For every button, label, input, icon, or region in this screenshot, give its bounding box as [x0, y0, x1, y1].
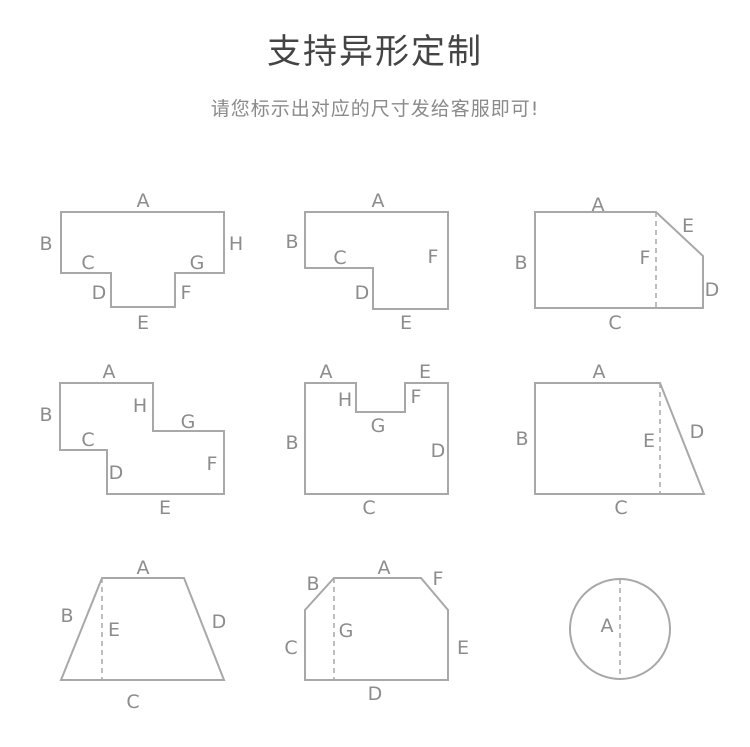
circle-shape: A	[569, 578, 671, 680]
l-shape-label-f: F	[428, 246, 439, 268]
page-subtitle: 请您标示出对应的尺寸发给客服即可!	[210, 98, 540, 120]
slant-right: A B C D E	[515, 361, 706, 519]
slant-right-label-b: B	[515, 428, 528, 450]
t-shape-label-h: H	[229, 233, 243, 255]
t-shape: A B C D E F G H	[39, 190, 243, 334]
t-shape-label-e: E	[137, 312, 149, 334]
cut-corner-label-e: E	[682, 215, 694, 237]
slant-right-label-a: A	[593, 361, 606, 383]
z-shape-label-b: B	[39, 404, 52, 426]
cut-corner-outline	[534, 211, 704, 309]
t-shape-label-d: D	[92, 282, 107, 304]
chamfer-two-label-f: F	[433, 568, 444, 590]
trapezoid: A B C D E	[59, 557, 227, 713]
cut-corner-label-c: C	[608, 312, 621, 334]
t-shape-label-b: B	[39, 233, 52, 255]
cut-corner-label-a: A	[592, 194, 605, 216]
z-shape-label-c: C	[81, 429, 94, 451]
chamfer-two-label-a: A	[378, 557, 391, 579]
t-shape-label-a: A	[137, 190, 150, 212]
cut-corner-label-d: D	[705, 279, 720, 301]
cut-corner: A B C D E F	[514, 194, 719, 334]
notch-shape-label-f: F	[411, 386, 422, 408]
l-shape-outline	[304, 211, 449, 310]
trapezoid-label-a: A	[137, 557, 150, 579]
chamfer-two-label-d: D	[368, 683, 383, 705]
z-shape-label-h: H	[133, 395, 147, 417]
trapezoid-label-d: D	[212, 611, 227, 633]
t-shape-outline	[60, 211, 225, 308]
page-title: 支持异形定制	[267, 32, 483, 72]
z-shape-label-d: D	[109, 462, 124, 484]
circle-label-a: A	[601, 615, 614, 637]
z-shape-label-f: F	[207, 453, 218, 475]
l-shape-label-c: C	[333, 247, 346, 269]
l-shape-label-a: A	[372, 190, 385, 212]
chamfer-two-label-b: B	[306, 573, 319, 595]
cut-corner-label-f: F	[640, 247, 651, 269]
l-shape-label-b: B	[285, 231, 298, 253]
slant-right-label-e: E	[643, 430, 655, 452]
notch-shape-label-b: B	[285, 432, 298, 454]
chamfer-two-outline	[304, 577, 449, 681]
trapezoid-label-b: B	[60, 605, 73, 627]
notch-shape-label-d: D	[431, 440, 446, 462]
z-shape-outline	[59, 382, 225, 495]
slant-right-outline	[534, 382, 706, 495]
trapezoid-outline	[59, 577, 226, 681]
notch-shape-label-h: H	[338, 389, 352, 411]
slant-right-label-d: D	[690, 421, 705, 443]
trapezoid-label-c: C	[126, 691, 139, 713]
cut-corner-label-b: B	[514, 252, 527, 274]
notch-shape-label-a: A	[320, 361, 333, 383]
z-shape: A B C D E F G H	[39, 361, 225, 519]
notch-shape: A B C D E F G H	[285, 361, 449, 519]
chamfer-two-label-c: C	[284, 637, 297, 659]
z-shape-label-e: E	[159, 497, 171, 519]
l-shape-label-d: D	[355, 282, 370, 304]
notch-shape-outline	[304, 382, 449, 495]
z-shape-label-a: A	[103, 361, 116, 383]
chamfer-two-label-g: G	[339, 620, 354, 642]
notch-shape-label-e: E	[419, 361, 431, 383]
t-shape-label-f: F	[181, 282, 192, 304]
t-shape-label-c: C	[81, 252, 94, 274]
slant-right-label-c: C	[614, 497, 627, 519]
t-shape-label-g: G	[190, 252, 205, 274]
chamfer-two: A B C D E F G	[284, 557, 469, 705]
trapezoid-label-e: E	[108, 619, 120, 641]
notch-shape-label-c: C	[362, 497, 375, 519]
l-shape-label-e: E	[400, 312, 412, 334]
l-shape: A B C D E F	[285, 190, 449, 334]
notch-shape-label-g: G	[371, 415, 386, 437]
z-shape-label-g: G	[181, 411, 196, 433]
chamfer-two-label-e: E	[457, 637, 469, 659]
